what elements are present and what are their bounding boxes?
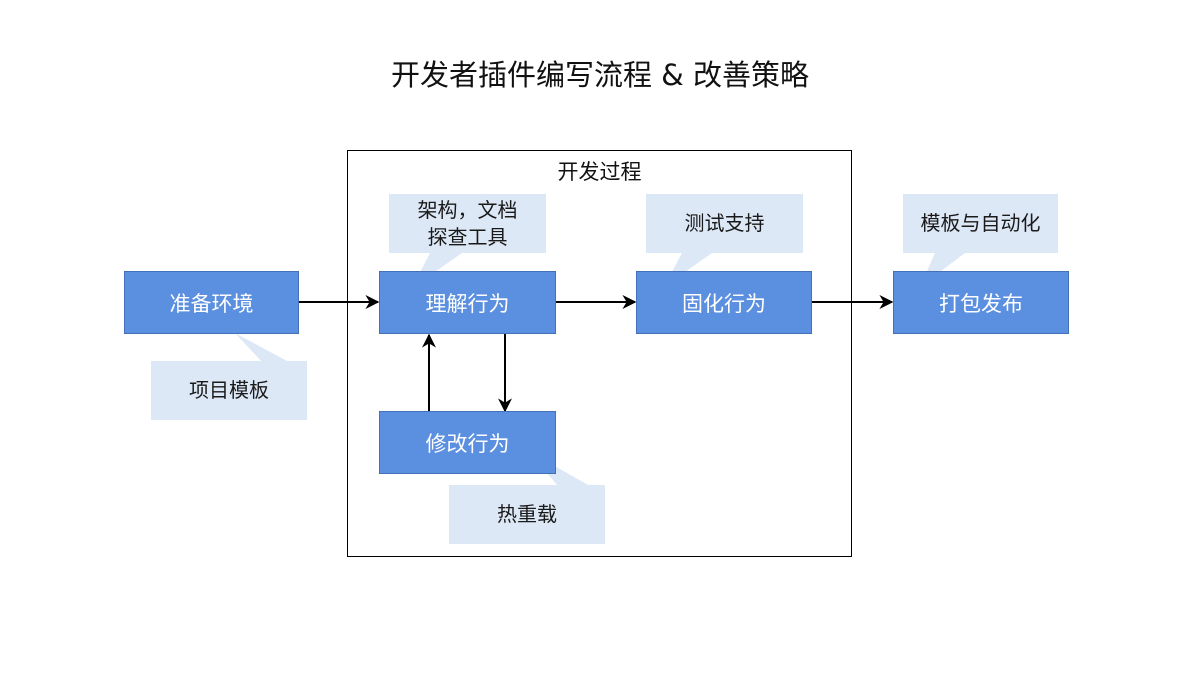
diagram-title: 开发者插件编写流程 & 改善策略 <box>390 58 810 92</box>
dev-process-label: 开发过程 <box>557 160 642 184</box>
callout-template-tail <box>235 333 289 362</box>
box-solidify-behavior: 固化行为 <box>636 271 812 334</box>
box-prepare-environment: 准备环境 <box>124 271 299 334</box>
callout-project-template: 项目模板 <box>151 361 307 420</box>
box-package-release: 打包发布 <box>893 271 1069 334</box>
callout-testing-support: 测试支持 <box>646 194 803 253</box>
callout-hot-reload: 热重载 <box>449 485 605 544</box>
box-modify-behavior: 修改行为 <box>379 411 556 474</box>
callout-architecture-line1: 架构，文档 <box>417 197 518 222</box>
dev-process-frame <box>347 150 852 557</box>
callout-architecture-line2: 探查工具 <box>427 224 508 249</box>
callout-template-automation: 模板与自动化 <box>903 194 1058 253</box>
callout-architecture-tools: 架构，文档 探查工具 <box>389 194 546 253</box>
box-understand-behavior: 理解行为 <box>379 271 556 334</box>
